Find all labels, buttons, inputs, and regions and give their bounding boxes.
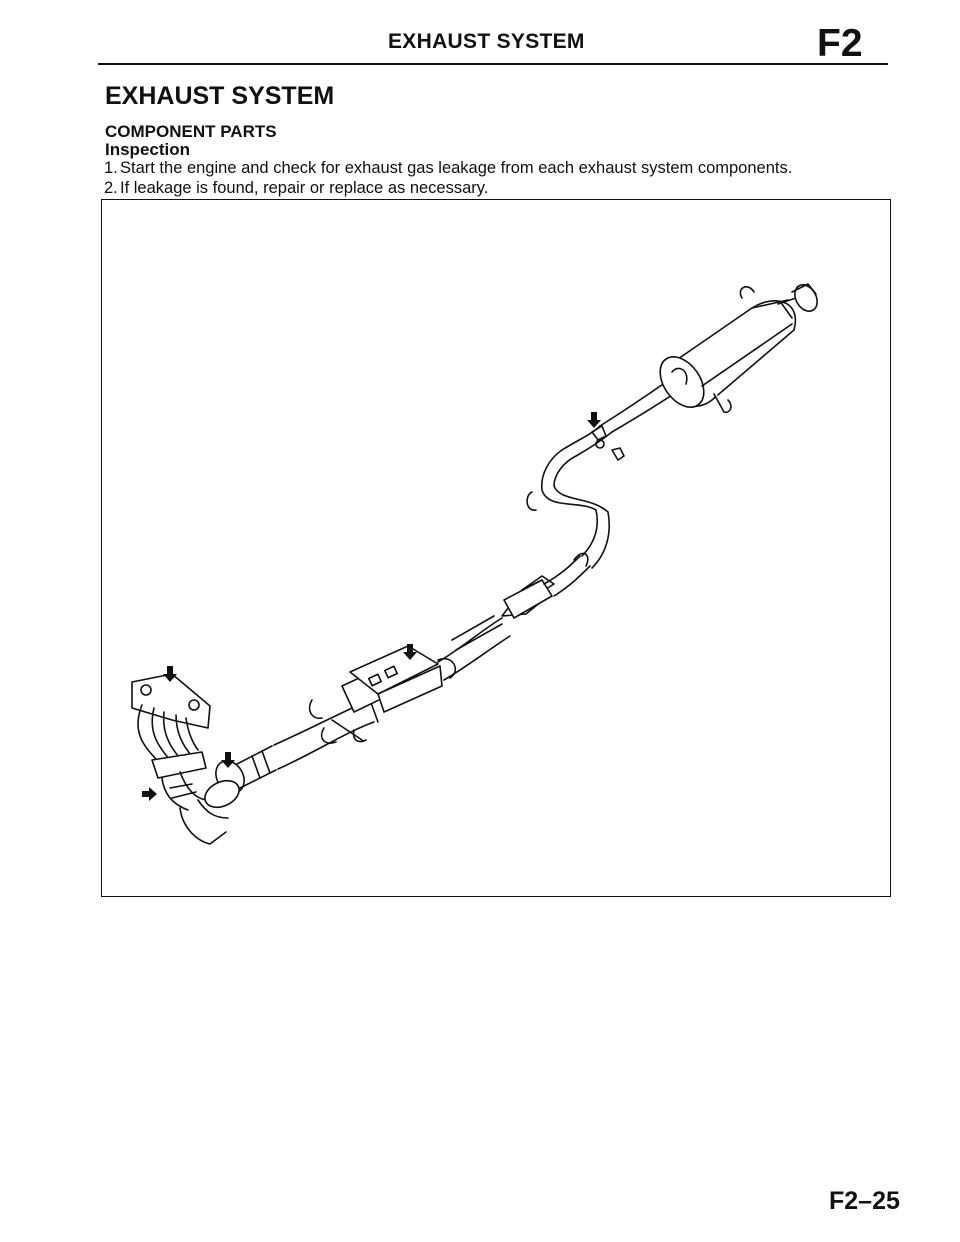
arrow-marker-side [142, 787, 157, 801]
running-head: EXHAUST SYSTEM [388, 30, 585, 53]
step-item: 2. If leakage is found, repair or replac… [104, 178, 792, 198]
inspection-steps: 1. Start the engine and check for exhaus… [104, 158, 792, 198]
header-rule [98, 63, 888, 65]
pre-silencer [437, 552, 591, 681]
arrow-marker-middle [587, 412, 601, 428]
leak-check-arrows [142, 412, 601, 801]
main-silencer [659, 286, 797, 414]
exhaust-system-drawing [131, 283, 818, 845]
exhaust-system-figure [101, 199, 891, 897]
step-item: 1. Start the engine and check for exhaus… [104, 158, 792, 178]
page-number: F2–25 [829, 1187, 900, 1215]
step-number: 1. [104, 159, 118, 177]
subheading: Inspection [105, 140, 191, 159]
catalytic-converter [308, 645, 456, 744]
page-title: EXHAUST SYSTEM [105, 82, 335, 110]
arrow-marker-manifold [163, 666, 177, 682]
subsection-title: COMPONENT PARTS [105, 122, 277, 141]
section-code: F2 [817, 22, 863, 65]
arrow-marker-converter [403, 644, 417, 660]
step-text: If leakage is found, repair or replace a… [120, 179, 489, 197]
arrow-marker-front-flange [221, 752, 235, 768]
tail-pipe [777, 283, 818, 312]
step-text: Start the engine and check for exhaust g… [120, 159, 793, 177]
exhaust-manifold [131, 673, 229, 845]
step-number: 2. [104, 179, 118, 197]
